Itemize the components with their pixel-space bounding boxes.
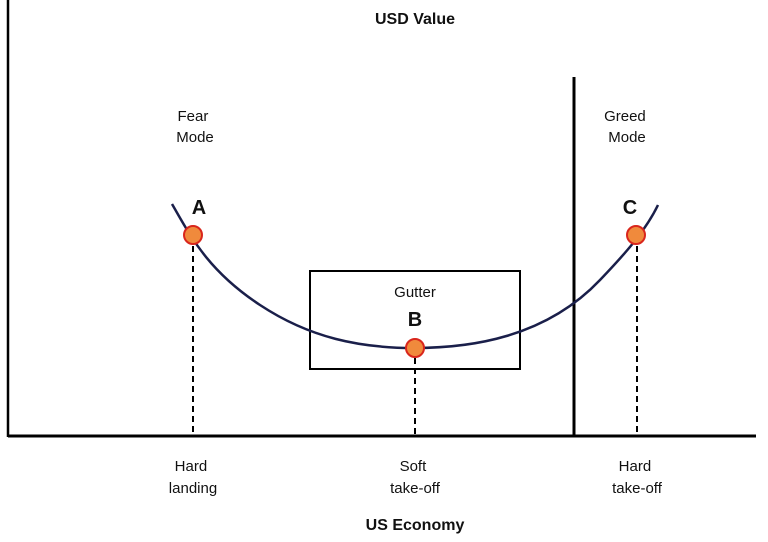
point-b-caption-line-1: Soft — [400, 458, 428, 475]
point-c-marker — [626, 225, 646, 245]
point-a-caption: Hard landing — [169, 458, 217, 497]
fear-mode-line-2: Mode — [176, 129, 214, 146]
point-a-caption-line-2: landing — [169, 480, 217, 497]
greed-mode-line-2: Mode — [608, 129, 646, 146]
point-a-caption-line-1: Hard — [175, 458, 208, 475]
fear-mode-line-1: Fear — [177, 108, 208, 125]
fear-mode-label: Fear Mode — [176, 108, 214, 146]
point-b-letter: B — [408, 309, 422, 331]
x-axis-title: US Economy — [366, 517, 465, 534]
point-a-marker — [183, 225, 203, 245]
point-c-caption-line-1: Hard — [619, 458, 652, 475]
y-axis-title: USD Value — [375, 11, 455, 28]
point-b-caption: Soft take-off — [390, 458, 441, 497]
point-c-letter: C — [623, 197, 637, 219]
greed-mode-line-1: Greed — [604, 108, 646, 125]
point-c-caption: Hard take-off — [612, 458, 663, 497]
point-a-letter: A — [192, 197, 206, 219]
point-c-caption-line-2: take-off — [612, 480, 663, 497]
point-b-marker — [405, 338, 425, 358]
gutter-label: Gutter — [394, 284, 436, 301]
point-b-caption-line-2: take-off — [390, 480, 441, 497]
greed-mode-label: Greed Mode — [604, 108, 650, 146]
